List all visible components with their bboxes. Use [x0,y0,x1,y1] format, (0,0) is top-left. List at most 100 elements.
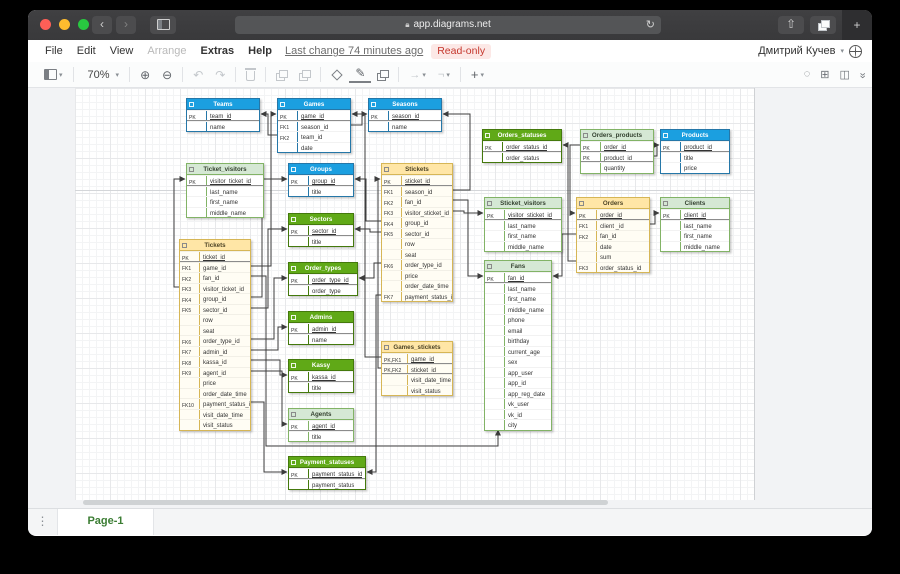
format-panel-button[interactable]: ▾ [38,69,69,80]
reload-icon[interactable]: ↻ [645,19,655,31]
entity-row[interactable]: price [382,269,452,280]
entity-row[interactable]: order_date_time [382,280,452,291]
entity-row[interactable]: seat [180,324,250,335]
entity-row[interactable]: first_name [485,230,561,241]
entity-row[interactable]: visit_status [382,384,452,395]
entity-row[interactable]: title [289,235,353,246]
tabs-overview-button[interactable] [810,16,836,34]
menu-view[interactable]: View [109,45,134,57]
entity-row[interactable]: middle_name [187,206,263,217]
language-globe-icon[interactable] [849,44,862,58]
entity-row[interactable]: row [180,314,250,325]
menu-help[interactable]: Help [248,45,272,57]
entity-row[interactable]: phone [485,314,551,325]
outline-button[interactable]: ◌ [803,68,811,80]
redo-button[interactable]: ↷ [215,67,226,82]
zoom-in-button[interactable]: ⊕ [140,67,151,82]
fill-color-button[interactable] [325,68,349,81]
share-button[interactable]: ⇧ [778,16,804,34]
entity-row[interactable]: first_name [661,230,729,241]
entity-row[interactable]: title [661,151,729,162]
entity-row[interactable]: visit_date_time [180,408,250,419]
fullscreen-button[interactable]: ◫ [839,69,850,81]
entity-row[interactable]: sex [485,356,551,367]
horizontal-scrollbar[interactable] [83,500,608,505]
entity-row[interactable]: visit_status [180,419,250,430]
menu-edit[interactable]: Edit [76,45,96,57]
undo-button[interactable]: ↶ [193,67,204,82]
entity-row[interactable]: title [289,430,353,441]
entity-row[interactable]: app_id [485,377,551,388]
delete-button[interactable] [240,67,261,81]
entity-row[interactable]: current_age [485,345,551,356]
entity-row[interactable]: middle_name [485,240,561,251]
collapse-expand-button[interactable]: » [856,72,869,77]
entity-row[interactable]: visit_date_time [382,374,452,385]
insert-dropdown[interactable]: +▾ [470,67,484,82]
entity-row[interactable]: app_user [485,366,551,377]
entity-row[interactable]: payment_status [289,478,365,489]
entity-row[interactable]: seat [382,248,452,259]
entity-row[interactable]: city [485,419,551,430]
entity-row[interactable]: name [289,333,353,344]
entity-row[interactable]: last_name [485,219,561,230]
to-back-button[interactable] [293,69,316,81]
line-color-button[interactable]: ✎ [349,66,372,83]
menu-extras[interactable]: Extras [200,45,235,57]
back-button[interactable]: ‹ [92,16,112,34]
entity-row[interactable]: birthday [485,335,551,346]
to-front-button[interactable] [270,69,293,81]
maximize-window-button[interactable] [78,19,89,30]
entity-row[interactable]: name [187,120,259,131]
pages-menu-button[interactable]: ⋮ [28,509,58,535]
entity-row[interactable]: last_name [485,282,551,293]
entity-row[interactable]: price [180,377,250,388]
entity-row[interactable]: middle_name [661,240,729,251]
